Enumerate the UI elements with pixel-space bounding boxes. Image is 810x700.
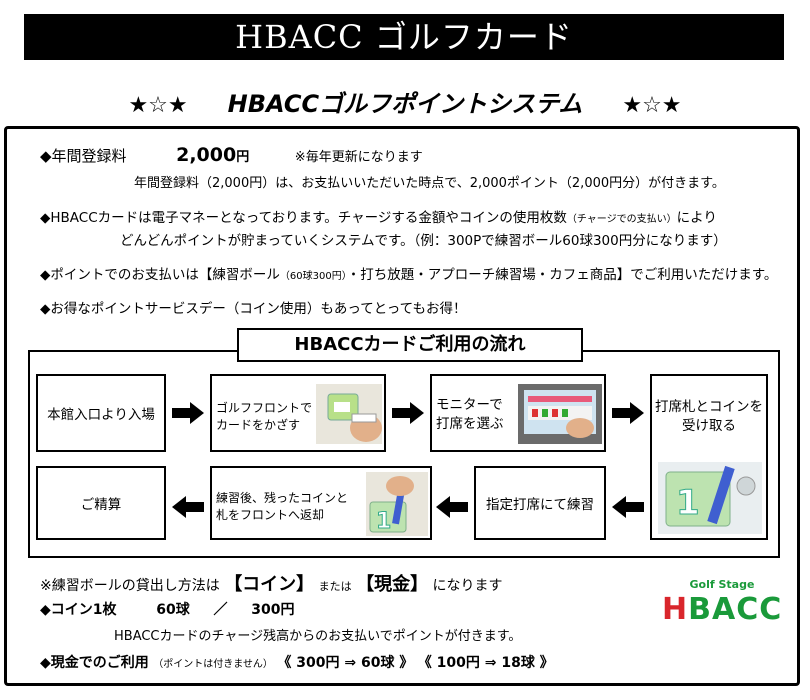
points-a: ◆ポイントでのお支払いは【練習ボール [40,267,280,283]
fee-amount: 2,000 [176,144,237,166]
arrow-left-icon [612,496,644,518]
logo-letter-h: H [662,592,689,627]
rental-coin: 【コイン】 [224,574,315,595]
flow-step-monitor: モニターで 打席を選ぶ [430,374,606,452]
flow-step-receive: 打席札とコインを 受け取る 1 [650,374,768,540]
coin-sep: ／ [213,602,228,618]
flow-step-label: 指定打席にて練習 [486,497,594,513]
flow-title: HBACCカードご利用の流れ [237,328,583,362]
flow-step-checkout: ご精算 [36,466,166,540]
card-line-1c: により [676,210,717,226]
rental-a: ※練習ボールの貸出し方法は [40,578,220,594]
flow-step-label: 打席札とコインを 受け取る [655,399,763,434]
fee-desc: 年間登録料（2,000円）は、お支払いいただいた時点で、2,000ポイント（2,… [134,176,725,191]
coin-label: ◆コイン1枚 [40,602,117,618]
rental-or: または [318,580,352,593]
logo-tagline: Golf Stage [689,578,755,591]
cash-line: ◆現金でのご利用 （ポイントは付きません） 《 300円 ⇒ 60球 》 《 1… [40,652,554,672]
card-line-1b: （チャージでの支払い） [566,214,677,225]
coin-balls: 60球 [156,602,190,618]
token-number: 1 [676,483,700,523]
hbacc-logo: Golf Stage HBACC [662,578,782,642]
monitor-photo [518,384,602,444]
flow-step-entrance: 本館入口より入場 [36,374,166,452]
stars-right: ★☆★ [622,93,682,118]
info-panel [4,126,800,686]
flow-step-label: ご精算 [80,497,122,513]
subtitle-text: HBACCゴルフポイントシステム [227,90,583,118]
flow-step-label: 本館入口より入場 [47,407,155,423]
coin-note: HBACCカードのチャージ残高からのお支払いでポイントが付きます。 [114,629,522,644]
arrow-right-icon [392,402,424,424]
flow-step-return: 練習後、残ったコインと 札をフロントへ返却 1 [210,466,432,540]
service-line: ◆お得なポイントサービスデー（コイン使用）もあってとってもお得！ [40,301,467,317]
flow-step-label: ゴルフフロントで カードをかざす [216,401,313,432]
cash-option-1: 《 300円 ⇒ 60球 》 [277,655,414,671]
fee-label: ◆年間登録料 [40,147,127,165]
cash-label: ◆現金でのご利用 [40,655,149,671]
return-photo: 1 [366,472,428,536]
logo-rest: BACC [688,592,783,627]
arrow-left-icon [172,496,204,518]
page-subtitle: ★☆★ HBACCゴルフポイントシステム ★☆★ [0,86,810,124]
fee-unit: 円 [236,150,250,165]
points-line: ◆ポイントでのお支払いは【練習ボール（60球300円）・打ち放題・アプローチ練習… [40,263,777,283]
card-line-2: どんどんポイントが貯まっていくシステムです。（例：300Pで練習ボール60球30… [120,233,727,249]
arrow-left-icon [436,496,468,518]
arrow-right-icon [612,402,644,424]
fee-note: ※毎年更新になります [294,150,423,165]
coin-line: ◆コイン1枚 60球 ／ 300円 [40,599,294,619]
token-number: 1 [376,509,391,534]
card-line-1a: ◆HBACCカードは電子マネーとなっております。チャージする金額やコインの使用枚… [40,210,567,226]
logo-text: HBACC [662,591,782,629]
page-banner: HBACC ゴルフカード [24,14,784,60]
token-photo: 1 [658,462,762,534]
flow-step-front: ゴルフフロントで カードをかざす [210,374,386,452]
flow-step-label: モニターで 打席を選ぶ [436,397,504,432]
points-b: （60球300円） [279,271,347,282]
rental-line: ※練習ボールの貸出し方法は 【コイン】 または 【現金】 になります [40,570,503,596]
points-c: ・打ち放題・アプローチ練習場・カフェ商品】でご利用いただけます。 [346,267,778,283]
stars-left: ★☆★ [128,93,188,118]
rental-cash: 【現金】 [356,574,429,595]
card-line-1: ◆HBACCカードは電子マネーとなっております。チャージする金額やコインの使用枚… [40,206,717,226]
flow-step-label: 練習後、残ったコインと 札をフロントへ返却 [216,491,349,522]
card-reader-photo [316,384,382,444]
coin-price: 300円 [251,602,295,618]
cash-note: （ポイントは付きません） [153,659,273,670]
cash-option-2: 《 100円 ⇒ 18球 》 [417,655,554,671]
flow-step-practice: 指定打席にて練習 [474,466,606,540]
fee-line: ◆年間登録料 2,000円 ※毎年更新になります [40,144,423,166]
rental-b: になります [432,578,503,594]
arrow-right-icon [172,402,204,424]
